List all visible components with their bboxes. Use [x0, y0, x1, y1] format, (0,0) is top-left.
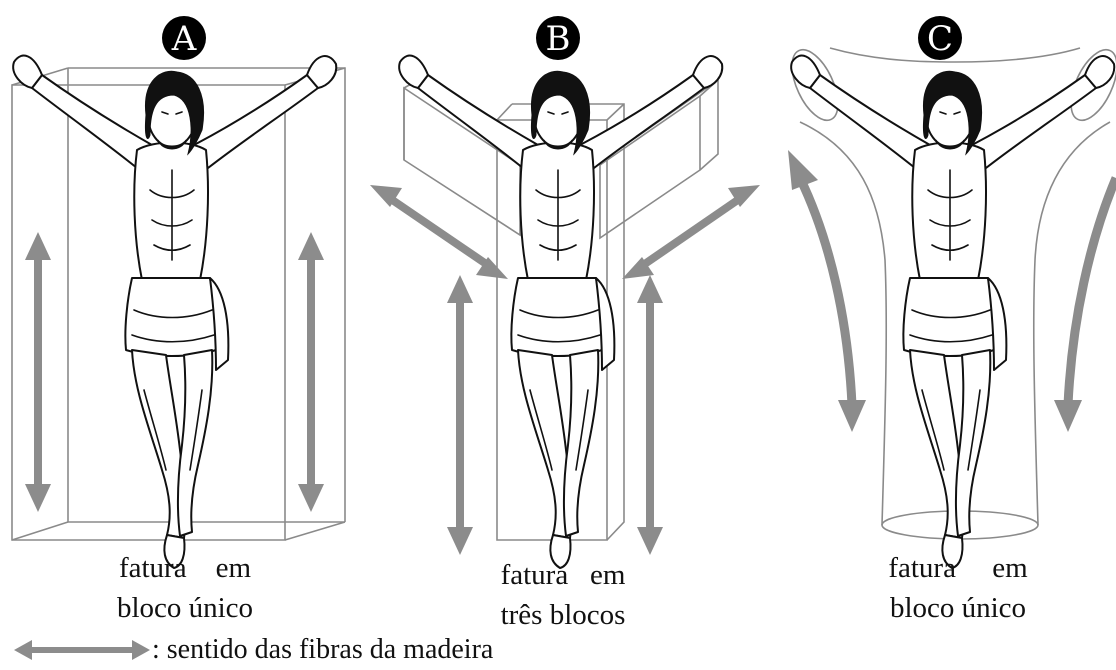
caption-b: fatura em três blocos	[478, 555, 648, 635]
panel-b: B	[370, 16, 760, 568]
badge-a: A	[162, 16, 206, 60]
grain-arrow-b-right	[637, 275, 663, 555]
grain-arrow-b-left	[447, 275, 473, 555]
grain-arrow-a-right	[298, 232, 324, 512]
badge-c-label: C	[927, 19, 953, 59]
grain-arrow-a-left	[25, 232, 51, 512]
crucified-figure-a	[13, 56, 336, 568]
caption-c-line2: bloco único	[868, 588, 1048, 628]
badge-a-label: A	[171, 19, 197, 59]
legend-text: : sentido das fibras da madeira	[152, 634, 493, 666]
caption-a: fatura em bloco único	[100, 548, 270, 628]
badge-c: C	[918, 16, 962, 60]
panel-c: C	[783, 16, 1116, 568]
caption-b-line1: fatura em	[478, 555, 648, 595]
caption-c: fatura em bloco único	[868, 548, 1048, 628]
double-arrow-icon	[14, 638, 150, 662]
panel-a: A	[12, 16, 345, 568]
caption-a-line1: fatura em	[100, 548, 270, 588]
caption-b-line2: três blocos	[478, 595, 648, 635]
caption-a-line2: bloco único	[100, 588, 270, 628]
caption-c-line1: fatura em	[868, 548, 1048, 588]
badge-b-label: B	[546, 19, 571, 59]
grain-arrow-c-left-curved	[788, 150, 866, 432]
legend: : sentido das fibras da madeira	[14, 632, 493, 668]
grain-arrow-b-right-diagonal	[622, 185, 760, 279]
grain-arrow-c-right-curved	[1054, 178, 1116, 432]
badge-b: B	[536, 16, 580, 60]
grain-arrow-b-left-diagonal	[370, 185, 508, 279]
crucified-figure-b	[399, 56, 722, 568]
